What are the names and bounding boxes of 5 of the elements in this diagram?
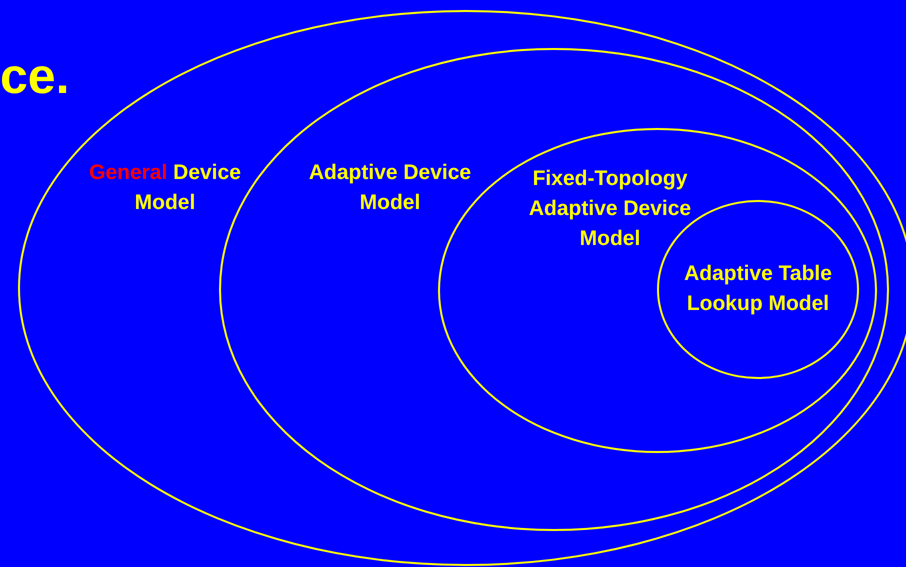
title-fragment: ce.: [0, 47, 70, 106]
model-label: Adaptive Device Model: [308, 160, 472, 216]
model-label: Adaptive Table Lookup Model: [683, 261, 833, 317]
model-label: Fixed-Topology Adaptive Device Model: [528, 166, 692, 252]
model-label: General Device Model: [88, 160, 242, 216]
